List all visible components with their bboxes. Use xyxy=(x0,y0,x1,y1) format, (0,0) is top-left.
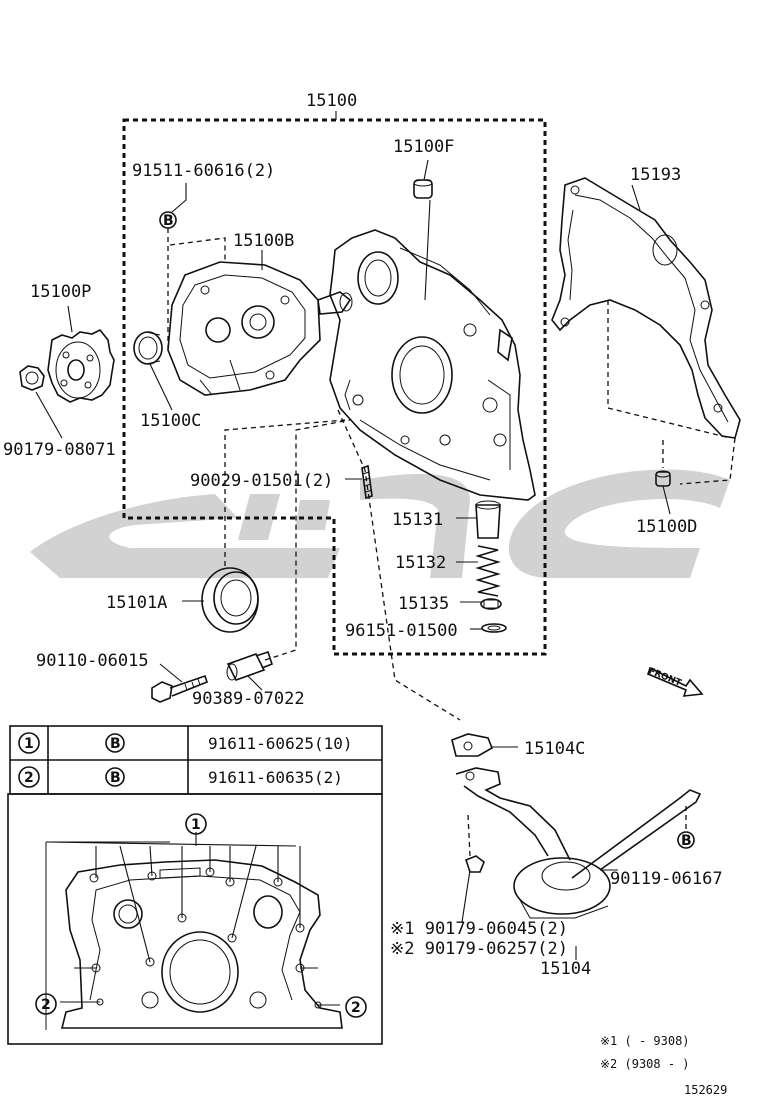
label-90179-06045: ※1 90179-06045(2) xyxy=(390,919,568,939)
bolt-mark-b-icon: B xyxy=(677,831,695,849)
label-90029: 90029-01501(2) xyxy=(190,471,333,491)
svg-text:B: B xyxy=(163,213,174,229)
table-row: 2 B 91611-60635(2) xyxy=(18,766,343,788)
label-90389: 90389-07022 xyxy=(192,689,305,709)
spring-15132 xyxy=(475,545,501,597)
stud-90029-01501 xyxy=(361,464,373,500)
retainer-15135 xyxy=(480,598,502,610)
label-90179-06257: ※2 90179-06257(2) xyxy=(390,939,568,959)
snap-ring-96151 xyxy=(481,623,507,633)
gear-15100p xyxy=(47,328,115,403)
assembly-bracket-15100 xyxy=(122,118,547,656)
label-15100: 15100 xyxy=(306,91,357,111)
timing-cover-housing xyxy=(317,229,536,501)
footnote-1: ※1 ( - 9308) xyxy=(600,1034,690,1048)
label-15132: 15132 xyxy=(395,553,446,573)
oil-pump-cover-15100b xyxy=(167,261,321,396)
bolt-90110-06015 xyxy=(151,674,208,703)
oil-seal-15101a xyxy=(201,567,259,633)
bolt-table: 1 B 91611-60625(10) 2 B 91611-60635(2) xyxy=(9,725,383,795)
label-15100f: 15100F xyxy=(393,137,454,157)
footnote-2: ※2 (9308 - ) xyxy=(600,1057,690,1071)
watermark-logo xyxy=(30,469,730,578)
svg-text:2: 2 xyxy=(351,1000,361,1016)
label-90179-08071: 90179-08071 xyxy=(3,440,116,460)
bolt-mark-b-icon: B xyxy=(159,211,177,229)
label-96151: 96151-01500 xyxy=(345,621,458,641)
nut-90179-08071 xyxy=(19,365,45,391)
plug-15100f xyxy=(413,179,433,199)
label-15100c: 15100C xyxy=(140,411,201,431)
label-15104: 15104 xyxy=(540,959,591,979)
table-row: 1 B 91611-60625(10) xyxy=(18,732,353,754)
label-91511: 91511-60616(2) xyxy=(132,161,275,181)
label-15104c: 15104C xyxy=(524,739,585,759)
label-90119: 90119-06167 xyxy=(610,869,723,889)
svg-text:1: 1 xyxy=(191,817,201,833)
label-15193: 15193 xyxy=(630,165,681,185)
gasket-15104c xyxy=(451,733,494,757)
label-15131: 15131 xyxy=(392,510,443,530)
svg-text:2: 2 xyxy=(24,770,34,786)
svg-text:B: B xyxy=(110,770,121,786)
label-15135: 15135 xyxy=(398,594,449,614)
relief-valve-15131 xyxy=(475,500,501,539)
svg-text:B: B xyxy=(110,736,121,752)
svg-text:91611-60635(2): 91611-60635(2) xyxy=(208,768,343,787)
label-15101a: 15101A xyxy=(106,593,167,613)
nut-90179-06045 xyxy=(465,855,485,873)
oil-strainer-15104 xyxy=(455,767,702,919)
svg-text:91611-60625(10): 91611-60625(10) xyxy=(208,734,353,753)
label-15100p: 15100P xyxy=(30,282,91,302)
svg-text:2: 2 xyxy=(41,997,51,1013)
label-15100d: 15100D xyxy=(636,517,697,537)
svg-text:1: 1 xyxy=(24,736,34,752)
illustration-number: 152629 xyxy=(684,1083,727,1097)
svg-text:B: B xyxy=(681,833,692,849)
label-15100b: 15100B xyxy=(233,231,294,251)
gasket-15193 xyxy=(551,177,741,439)
bolt-location-inset: 1 2 2 xyxy=(7,793,383,1045)
label-90110: 90110-06015 xyxy=(36,651,149,671)
svg-text:FRONT: FRONT xyxy=(647,667,683,689)
front-arrow-icon: FRONT xyxy=(647,667,704,697)
bushing-90389-07022 xyxy=(226,650,273,681)
seal-15100c xyxy=(133,331,163,365)
